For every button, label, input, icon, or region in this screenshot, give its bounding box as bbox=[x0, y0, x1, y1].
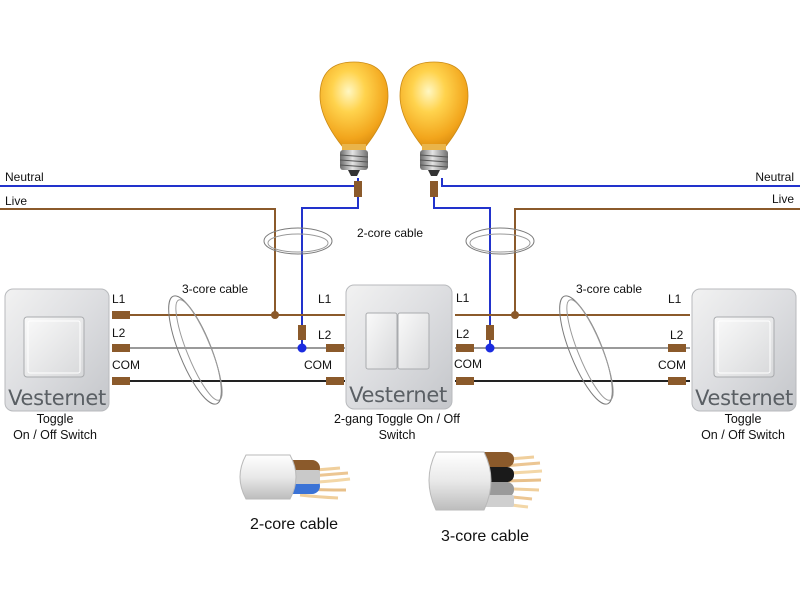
live-line-right bbox=[514, 208, 800, 315]
center-right-com-label: COM bbox=[454, 357, 482, 371]
two-core-cable-label: 2-core cable bbox=[357, 226, 423, 240]
bulb-drop-right bbox=[433, 195, 491, 348]
neutral-line-right bbox=[441, 178, 800, 187]
cable-ellipse-left bbox=[168, 295, 223, 405]
left-switch-l2-label: L2 bbox=[112, 326, 126, 340]
center-right-l2-label: L2 bbox=[456, 327, 470, 341]
two-core-cable-sample bbox=[239, 454, 351, 500]
center-left-l1-label: L1 bbox=[318, 292, 332, 306]
center-switch-caption-line2: Switch bbox=[379, 428, 416, 442]
center-switch: Vesternet bbox=[345, 284, 453, 410]
cable-ellipse-right bbox=[559, 295, 614, 405]
center-switch-caption-line1: 2-gang Toggle On / Off bbox=[334, 412, 461, 426]
three-core-cable-label-right: 3-core cable bbox=[576, 282, 642, 296]
live-line-left bbox=[0, 208, 276, 315]
neutral-line-left bbox=[0, 178, 359, 187]
live-label-left: Live bbox=[5, 194, 27, 208]
left-switch-brand: Vesternet bbox=[8, 386, 106, 410]
right-switch-caption-line2: On / Off Switch bbox=[701, 428, 785, 442]
left-switch-com-label: COM bbox=[112, 358, 140, 372]
left-switch: Vesternet bbox=[4, 288, 110, 412]
right-switch-l2-label: L2 bbox=[670, 328, 684, 342]
left-switch-l1-label: L1 bbox=[112, 292, 126, 306]
left-switch-caption-line1: Toggle bbox=[37, 412, 74, 426]
center-left-l2-label: L2 bbox=[318, 328, 332, 342]
center-left-com-label: COM bbox=[304, 358, 332, 372]
cable-ellipse-top-right bbox=[465, 227, 535, 255]
right-switch-l1-label: L1 bbox=[668, 292, 682, 306]
neutral-label-right: Neutral bbox=[755, 170, 794, 184]
center-right-l1-label: L1 bbox=[456, 291, 470, 305]
three-core-cable-caption: 3-core cable bbox=[441, 528, 529, 545]
right-switch: Vesternet bbox=[691, 288, 797, 412]
light-bulb-icon bbox=[399, 61, 469, 176]
terminals bbox=[112, 181, 686, 385]
right-switch-com-label: COM bbox=[658, 358, 686, 372]
neutral-label-left: Neutral bbox=[5, 170, 44, 184]
center-switch-brand: Vesternet bbox=[349, 383, 447, 407]
light-bulb-icon bbox=[319, 61, 389, 176]
two-core-cable-caption: 2-core cable bbox=[250, 516, 338, 533]
junction-dots bbox=[271, 311, 519, 353]
left-switch-caption-line2: On / Off Switch bbox=[13, 428, 97, 442]
right-switch-brand: Vesternet bbox=[695, 386, 793, 410]
live-label-right: Live bbox=[772, 192, 794, 206]
cable-ellipse-top-left bbox=[263, 227, 333, 255]
three-core-cable-label-left: 3-core cable bbox=[182, 282, 248, 296]
three-core-cable-sample bbox=[428, 451, 543, 511]
bulb-drop-left bbox=[301, 195, 359, 348]
right-switch-caption-line1: Toggle bbox=[725, 412, 762, 426]
